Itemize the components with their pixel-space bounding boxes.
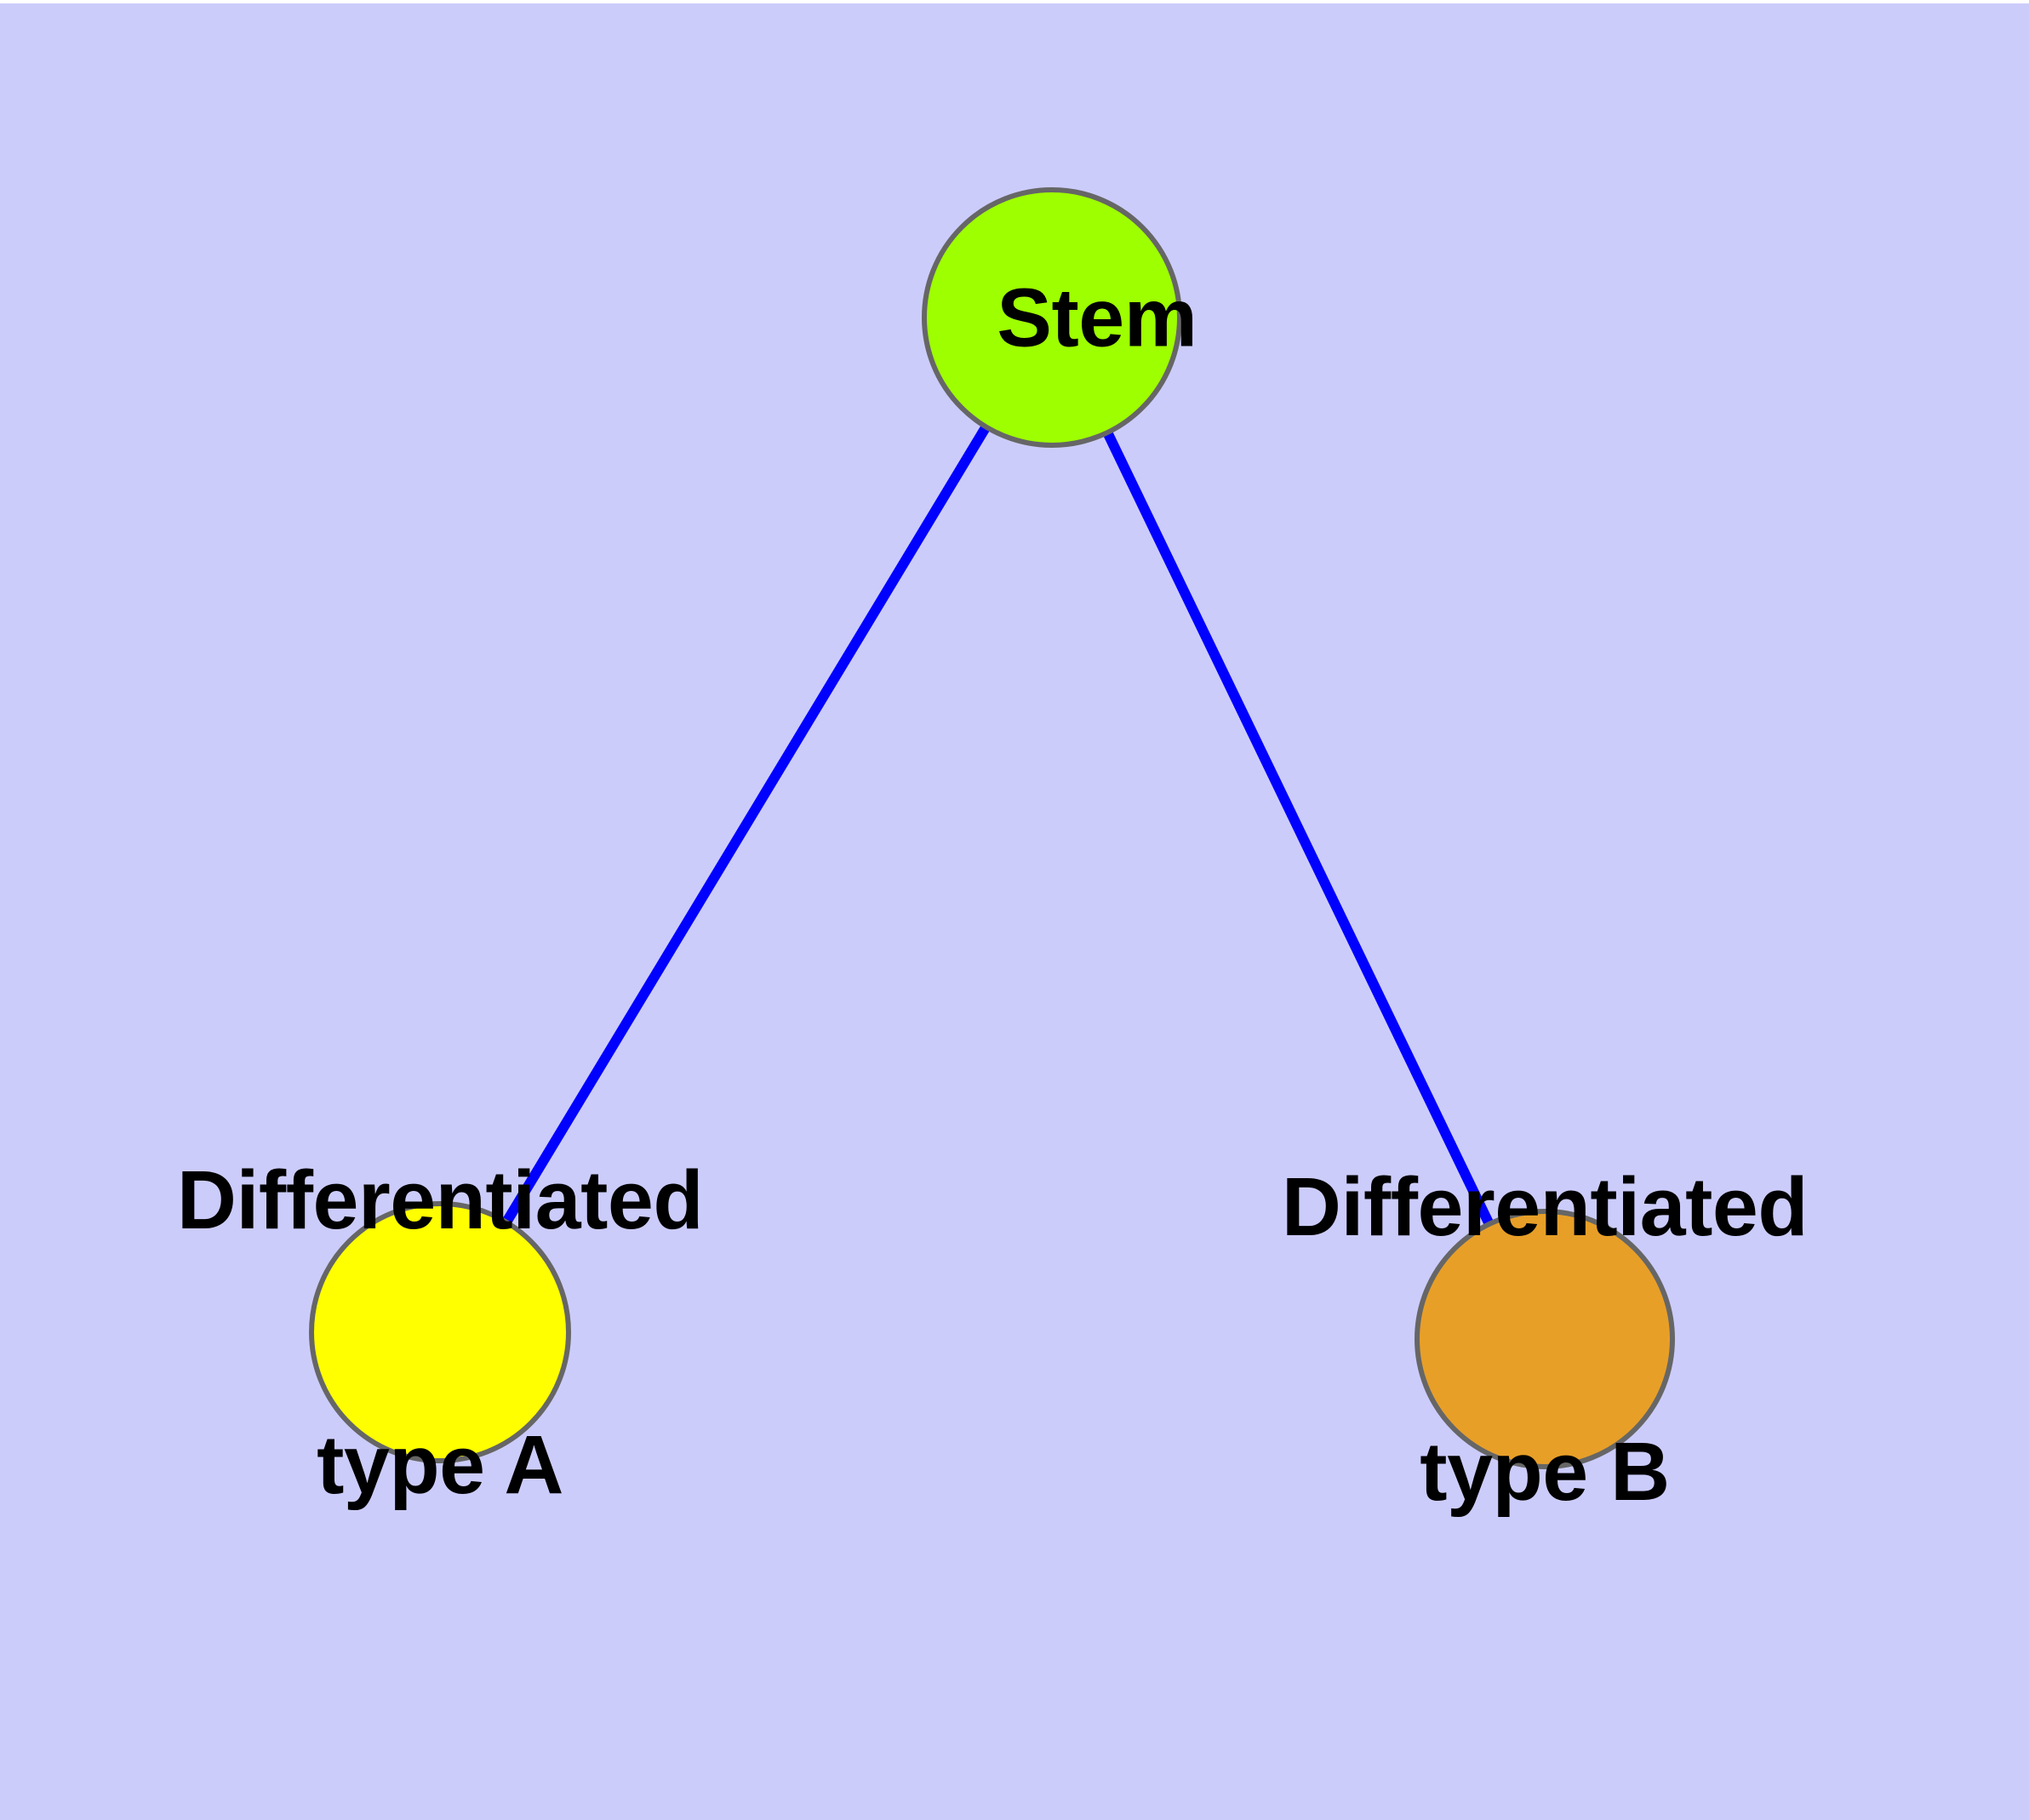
node-type-a[interactable] (309, 1201, 571, 1463)
node-stem[interactable] (922, 187, 1182, 448)
node-type-b[interactable] (1415, 1209, 1675, 1469)
edge-stem-to-type-a[interactable] (435, 314, 1057, 1336)
nodes-layer (309, 187, 1675, 1469)
edges-layer (435, 314, 1550, 1342)
edge-stem-to-type-b[interactable] (1047, 315, 1550, 1342)
